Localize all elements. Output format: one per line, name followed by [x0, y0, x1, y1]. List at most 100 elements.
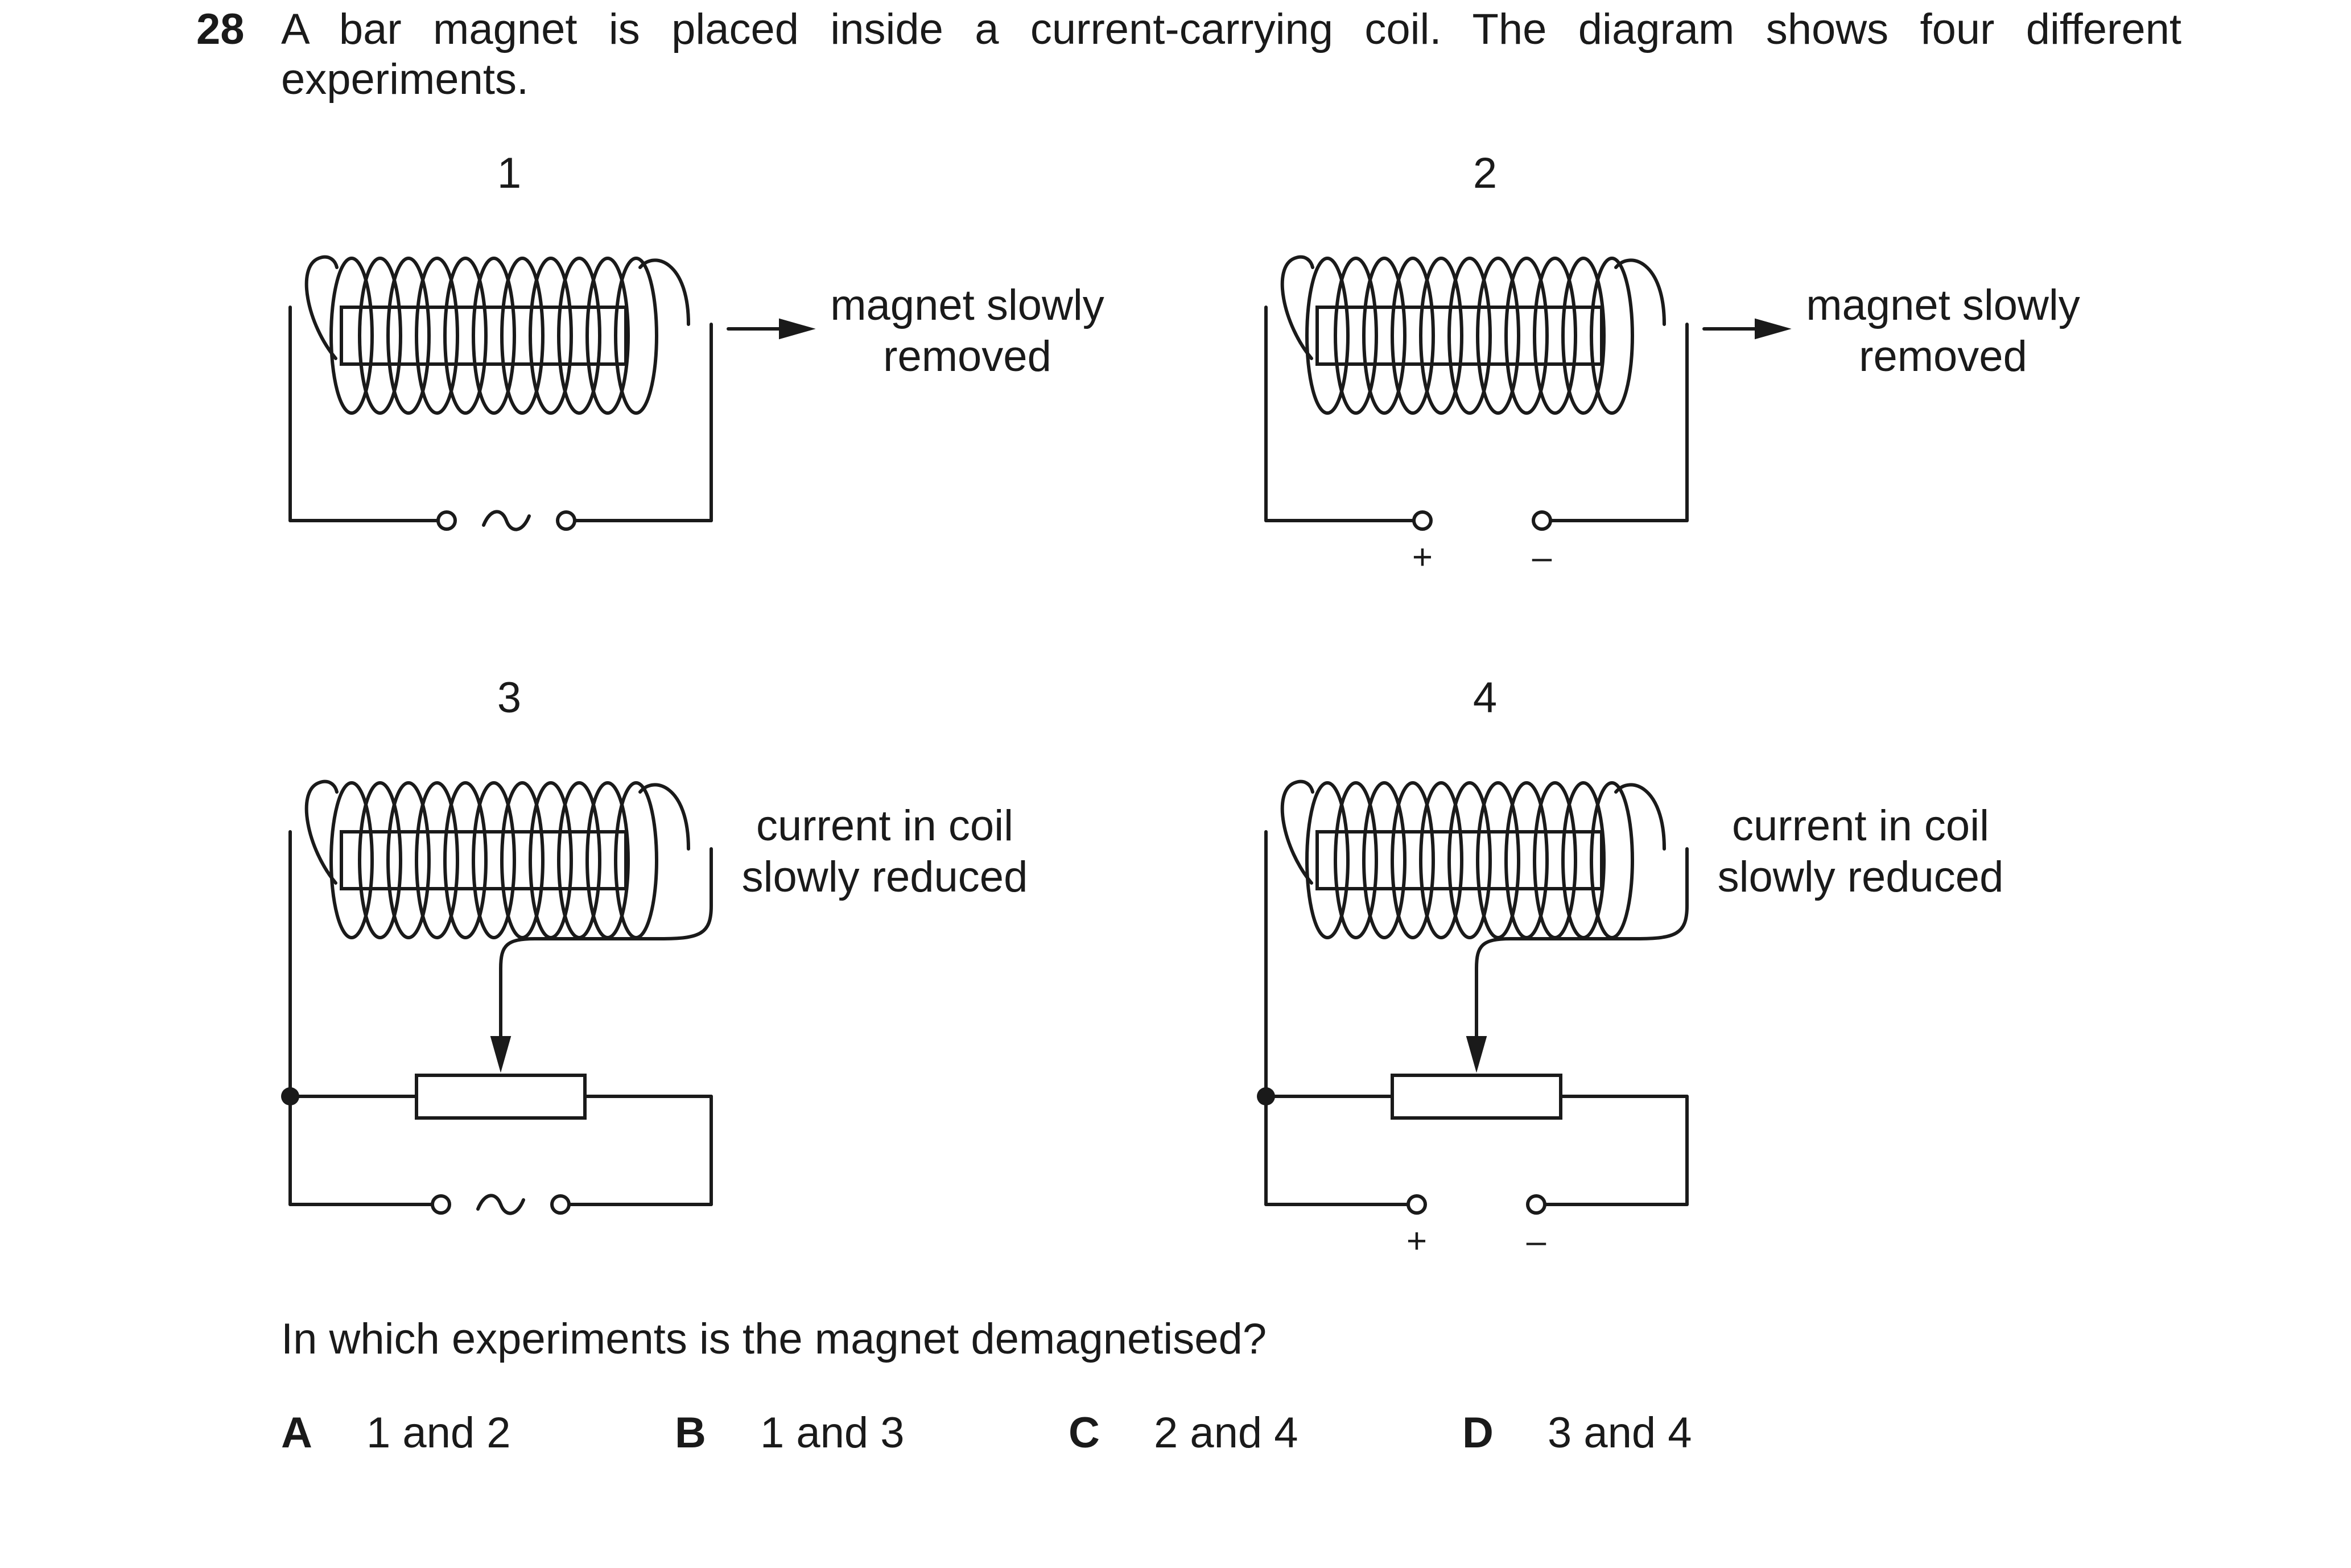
terminal-right [556, 510, 576, 531]
option-b[interactable]: B 1 and 3 [675, 1408, 905, 1458]
annotation-line-2: removed [1859, 332, 2027, 381]
terminal-positive [1407, 1194, 1427, 1215]
terminal-negative [1532, 510, 1552, 531]
coil-turn [1561, 257, 1606, 415]
terminal-positive [1412, 510, 1433, 531]
coil-turn [1305, 257, 1350, 415]
coil-turn [1447, 257, 1492, 415]
coil-turn [415, 781, 459, 939]
minus-sign: – [1527, 1222, 1546, 1261]
coil-turn [1476, 257, 1520, 415]
option-letter: B [675, 1409, 706, 1457]
coil-turn [472, 781, 516, 939]
option-d[interactable]: D 3 and 4 [1462, 1408, 1692, 1458]
slider-wire [499, 847, 713, 1038]
coil-turn [585, 257, 630, 415]
coil-with-magnet [304, 255, 690, 415]
slider-wire [1475, 847, 1689, 1038]
coil-with-magnet [1280, 255, 1666, 415]
coil-turn [1305, 781, 1350, 939]
coil-turn [443, 257, 488, 415]
coil-turn [386, 781, 431, 939]
coil-lead-right [638, 258, 690, 326]
option-text: 3 and 4 [1548, 1409, 1692, 1457]
experiment-label: 3 [497, 674, 521, 722]
experiment-label: 4 [1473, 674, 1497, 722]
question-stem: A bar magnet is placed inside a current-… [281, 5, 2181, 104]
terminal-right [550, 1194, 571, 1215]
plus-sign: + [1412, 538, 1433, 577]
slider-contact [1466, 1036, 1487, 1073]
annotation-line-1: magnet slowly [830, 281, 1104, 329]
coil-lead-left [304, 255, 339, 360]
coil-turn [614, 781, 658, 939]
ac-symbol [482, 510, 531, 531]
coil-lead-left [304, 779, 339, 885]
coil-lead-right [638, 783, 690, 851]
coil-turn [472, 257, 516, 415]
coil-turn [500, 781, 545, 939]
slider-contact [490, 1036, 512, 1073]
coil-turn [557, 257, 601, 415]
coil-turn [614, 257, 658, 415]
option-c[interactable]: C 2 and 4 [1069, 1408, 1298, 1458]
coil-turn [1362, 257, 1407, 415]
option-text: 1 and 2 [366, 1409, 511, 1457]
coil-turn [1590, 781, 1634, 939]
coil-turn [386, 257, 431, 415]
option-letter: A [281, 1409, 312, 1457]
coil-turn [329, 781, 374, 939]
option-a[interactable]: A 1 and 2 [281, 1408, 511, 1458]
coil-turn [1419, 781, 1463, 939]
experiment-label: 1 [497, 149, 521, 197]
annotation-line-1: current in coil [756, 802, 1013, 850]
coil-turn [1334, 781, 1378, 939]
coil-with-magnet [1280, 779, 1666, 939]
ac-symbol [476, 1194, 525, 1215]
coil-turn [1391, 781, 1435, 939]
coil-turn [1504, 257, 1549, 415]
coil-turn [358, 257, 402, 415]
coil-turn [1419, 257, 1463, 415]
removal-arrow-head [1755, 318, 1792, 340]
coil-lead-right [1614, 783, 1666, 851]
coil-turn [1362, 781, 1407, 939]
coil-turn [1533, 257, 1577, 415]
coil-turn [1334, 257, 1378, 415]
removal-arrow-head [779, 318, 816, 340]
coil-lead-left [1280, 255, 1314, 360]
coil-turn [1590, 257, 1634, 415]
minus-sign: – [1532, 538, 1552, 577]
option-text: 1 and 3 [760, 1409, 905, 1457]
coil-turn [1391, 257, 1435, 415]
coil-turn [358, 781, 402, 939]
option-text: 2 and 4 [1154, 1409, 1298, 1457]
plus-sign: + [1407, 1222, 1427, 1261]
experiment-label: 2 [1473, 149, 1497, 197]
answer-options: A 1 and 2 B 1 and 3 C 2 and 4 D 3 and 4 [281, 1408, 2216, 1465]
rheostat [415, 1074, 587, 1120]
annotation-line-1: current in coil [1732, 802, 1989, 850]
coil-turn [1447, 781, 1492, 939]
coil-turn [415, 257, 459, 415]
coil-turn [443, 781, 488, 939]
option-letter: D [1462, 1409, 1494, 1457]
terminal-left [436, 510, 457, 531]
annotation-line-1: magnet slowly [1806, 281, 2080, 329]
rheostat [1391, 1074, 1562, 1120]
coil-turn [500, 257, 545, 415]
coil-turn [329, 257, 374, 415]
coil-lead-right [1614, 258, 1666, 326]
coil-turn [1476, 781, 1520, 939]
coil-with-magnet [304, 779, 690, 939]
option-letter: C [1069, 1409, 1100, 1457]
question-prompt: In which experiments is the magnet demag… [281, 1315, 1267, 1363]
coil-lead-left [1280, 779, 1314, 885]
terminal-left [431, 1194, 451, 1215]
